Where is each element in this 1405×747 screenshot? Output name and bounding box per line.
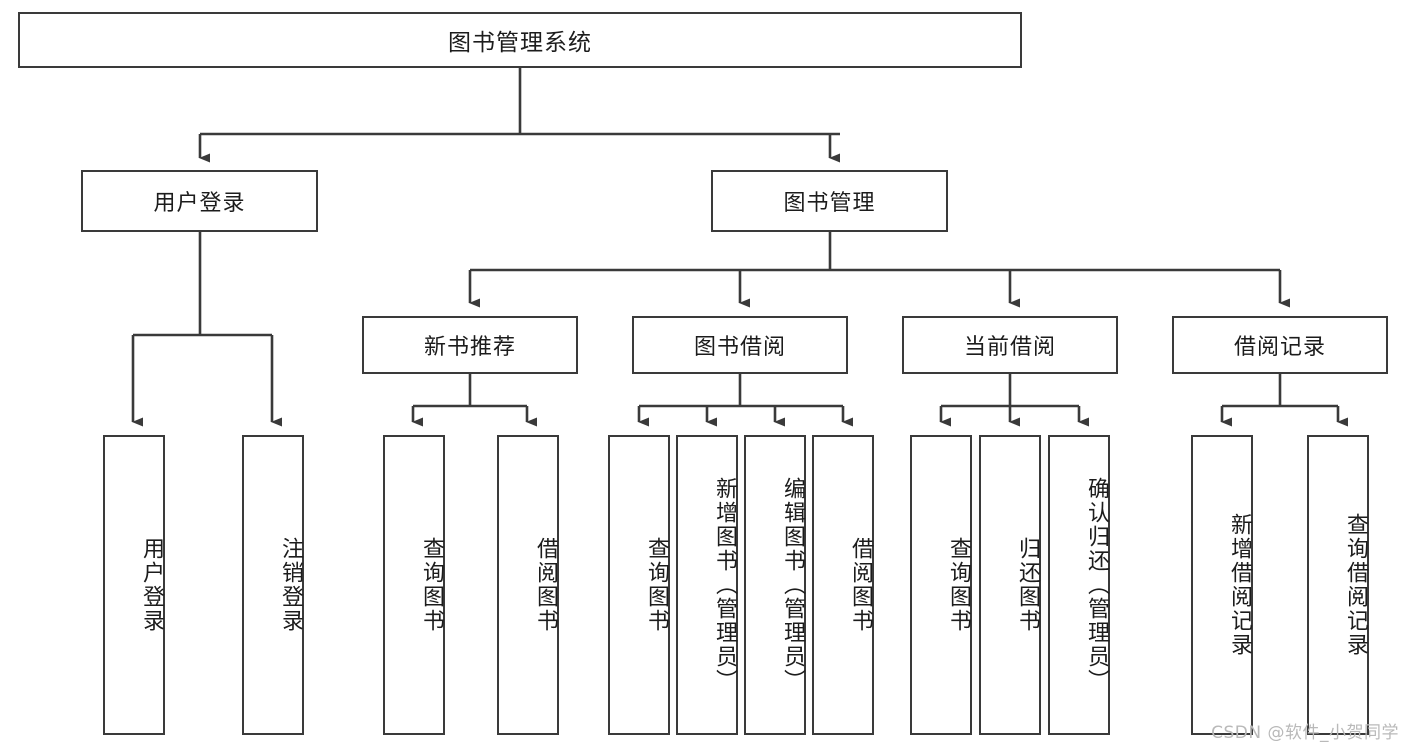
leaf-user-login[interactable]: 用户登录: [103, 435, 165, 735]
leaf-query-book-current[interactable]: 查询图书: [910, 435, 972, 735]
leaf-add-book-admin[interactable]: 新增图书（管理员）: [676, 435, 738, 735]
watermark-text: CSDN @软件_小贺同学: [1211, 723, 1399, 743]
leaf-label: 新增图书（管理员）: [712, 477, 737, 693]
leaf-borrow-book-recommend[interactable]: 借阅图书: [497, 435, 559, 735]
leaf-query-borrow-record[interactable]: 查询借阅记录: [1307, 435, 1369, 735]
leaf-add-borrow-record[interactable]: 新增借阅记录: [1191, 435, 1253, 735]
leaf-label: 用户登录: [139, 537, 164, 633]
leaf-label: 查询图书: [946, 537, 971, 633]
leaf-borrow-book[interactable]: 借阅图书: [812, 435, 874, 735]
node-current-borrow[interactable]: 当前借阅: [902, 316, 1118, 374]
node-book-borrow[interactable]: 图书借阅: [632, 316, 848, 374]
leaf-label: 确认归还（管理员）: [1084, 477, 1109, 693]
leaf-query-book-borrow[interactable]: 查询图书: [608, 435, 670, 735]
node-user-login[interactable]: 用户登录: [81, 170, 318, 232]
leaf-edit-book-admin[interactable]: 编辑图书（管理员）: [744, 435, 806, 735]
node-book-management[interactable]: 图书管理: [711, 170, 948, 232]
leaf-label: 查询图书: [419, 537, 444, 633]
leaf-label: 编辑图书（管理员）: [780, 477, 805, 693]
node-root-system[interactable]: 图书管理系统: [18, 12, 1022, 68]
leaf-label: 借阅图书: [533, 537, 558, 633]
leaf-label: 借阅图书: [848, 537, 873, 633]
node-borrow-record[interactable]: 借阅记录: [1172, 316, 1388, 374]
leaf-label: 查询借阅记录: [1343, 513, 1368, 657]
leaf-confirm-return-admin[interactable]: 确认归还（管理员）: [1048, 435, 1110, 735]
leaf-return-book[interactable]: 归还图书: [979, 435, 1041, 735]
leaf-label: 归还图书: [1015, 537, 1040, 633]
leaf-label: 查询图书: [644, 537, 669, 633]
leaf-label: 新增借阅记录: [1227, 513, 1252, 657]
node-new-book-recommend[interactable]: 新书推荐: [362, 316, 578, 374]
leaf-logout-login[interactable]: 注销登录: [242, 435, 304, 735]
leaf-query-book-recommend[interactable]: 查询图书: [383, 435, 445, 735]
leaf-label: 注销登录: [278, 537, 303, 633]
